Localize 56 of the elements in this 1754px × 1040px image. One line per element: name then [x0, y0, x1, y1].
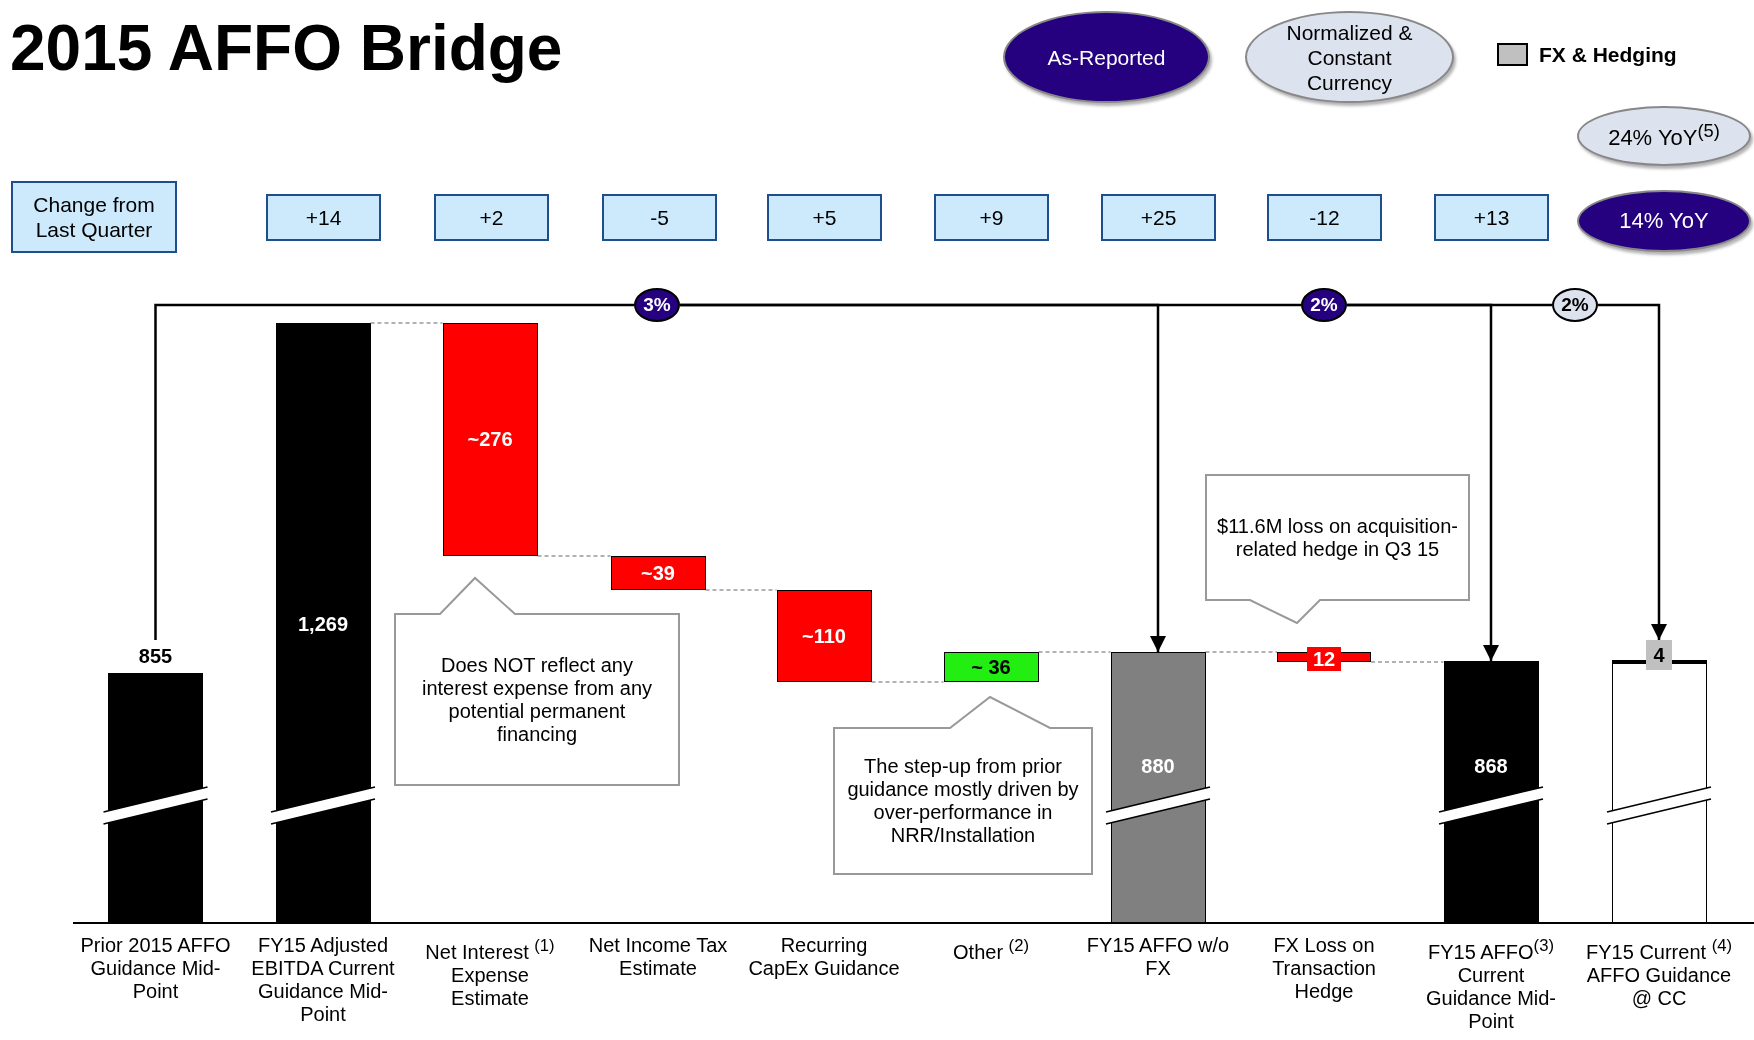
category-label: FY15 Adjusted EBITDA Current Guidance Mid-Point [250, 934, 396, 1026]
connector-line [1037, 651, 1112, 653]
callout-text: Does NOT reflect any interest expense from any potential permanent financing [420, 653, 654, 746]
legend-label: FX & Hedging [1539, 42, 1677, 67]
connector-line [870, 681, 945, 683]
value-label: 1,269 [296, 611, 350, 637]
value-label: 12 [1307, 647, 1341, 671]
bar [275, 323, 371, 923]
connector-line [536, 555, 612, 557]
bar [943, 652, 1039, 682]
category-label: Net Interest $^{(1)}$ Expense Estimate [424, 935, 556, 1010]
category-label: FY15 Current $^{(4)}$ AFFO Guidance @ CC [1585, 935, 1733, 1010]
legend-label: Normalized & Constant Currency [1285, 19, 1414, 96]
category-label: FX Loss on Transaction Hedge [1271, 934, 1377, 1003]
category-label: FY15 AFFO w/o FX [1085, 934, 1231, 980]
bar [776, 590, 872, 682]
category-label: Prior 2015 AFFO Guidance Mid-Point [79, 934, 232, 1003]
callout-text: The step-up from prior guidance mostly driven by over-performance in NRR/Installation [846, 755, 1080, 847]
change-box: +25 [1101, 194, 1216, 241]
connector-line [1370, 661, 1445, 663]
value-label: ~39 [640, 560, 676, 586]
percent-badge: 3% [634, 288, 680, 322]
bar [1443, 661, 1539, 923]
change-box: -12 [1267, 194, 1382, 241]
value-label: ~ 36 [970, 654, 1012, 680]
bar [442, 323, 538, 556]
connector-line [1204, 651, 1278, 653]
category-label: Recurring CapEx Guidance [748, 934, 900, 980]
change-box: -5 [602, 194, 717, 241]
arrow [1598, 303, 1667, 640]
category-label: Other $^{(2)}$ [952, 935, 1030, 964]
value-label: ~276 [466, 427, 514, 452]
bar [610, 556, 706, 590]
yoy-oval: 24% YoY$^{(5)}$ [1577, 106, 1751, 166]
category-label: Net Income Tax Estimate [587, 934, 729, 980]
yoy-oval: 14% YoY [1577, 190, 1751, 252]
change-box: +13 [1434, 194, 1549, 241]
connector-line [704, 589, 778, 591]
change-box: +5 [767, 194, 882, 241]
change-box: +9 [934, 194, 1049, 241]
value-label: 4 [1646, 640, 1672, 670]
value-label: 855 [137, 644, 174, 669]
connector-line [369, 322, 444, 324]
title: 2015 AFFO Bridge [10, 11, 563, 86]
change-box: +2 [434, 194, 549, 241]
change-box: Change from Last Quarter [11, 181, 177, 253]
category-label: FY15 AFFO$^{(3)}$ Current Guidance Mid-Point [1424, 935, 1558, 1033]
bar [1110, 652, 1206, 923]
percent-badge: 2% [1301, 288, 1347, 322]
legend-label: As-Reported [1046, 44, 1167, 71]
change-box: +14 [266, 194, 381, 241]
value-label: ~110 [801, 623, 847, 649]
value-label: 880 [1140, 753, 1176, 779]
callout-text: $11.6M loss on acquisition-related hedge in Q3 15 [1217, 514, 1458, 561]
value-label: 868 [1473, 753, 1509, 779]
percent-badge: 2% [1552, 288, 1598, 322]
